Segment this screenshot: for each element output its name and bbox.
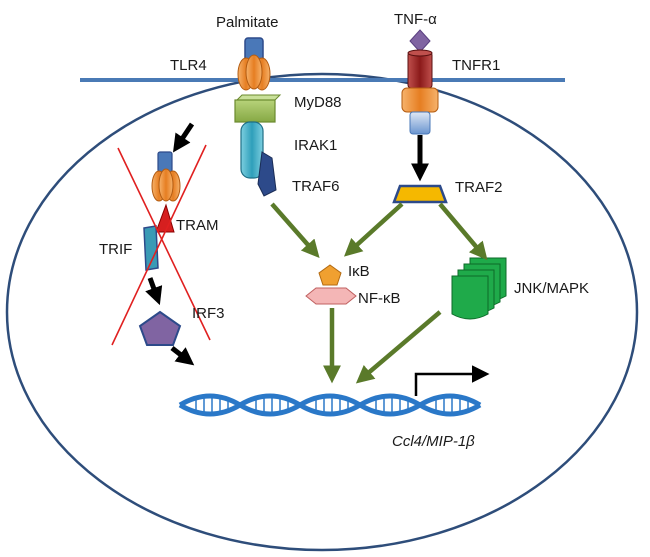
irak1-protein <box>240 121 264 179</box>
traf2-to-nfkb-arrow <box>344 202 404 257</box>
jnk-mapk-stack <box>451 257 507 320</box>
label-ikb: IκB <box>348 263 370 280</box>
label-tnfr1: TNFR1 <box>452 57 500 74</box>
traf2-to-jnk-arrow <box>438 202 488 261</box>
irf3-protein <box>138 310 182 346</box>
label-palmitate: Palmitate <box>216 14 279 31</box>
label-gene: Ccl4/MIP-1β <box>392 433 475 450</box>
label-tram: TRAM <box>176 217 219 234</box>
label-irf3: IRF3 <box>192 305 225 322</box>
irf3-to-dna-arrow <box>170 346 195 366</box>
nfkb-protein <box>305 287 357 305</box>
cell-outline <box>5 72 639 552</box>
trif-to-irf3-arrow <box>145 277 163 306</box>
label-jnk-mapk: JNK/MAPK <box>514 280 589 297</box>
label-tnf-alpha: TNF-α <box>394 11 437 28</box>
tnf-alpha-ligand <box>409 29 431 53</box>
dna-helix <box>178 393 482 417</box>
label-tlr4: TLR4 <box>170 57 207 74</box>
ikb-protein <box>318 264 342 286</box>
label-traf6: TRAF6 <box>292 178 340 195</box>
label-irak1: IRAK1 <box>294 137 337 154</box>
cross-line-2 <box>111 144 207 346</box>
jnk-to-dna-arrow <box>355 310 442 384</box>
label-nfkb: NF-κB <box>358 290 401 307</box>
traf6-protein <box>257 151 277 197</box>
trif-protein <box>143 225 159 271</box>
label-traf2: TRAF2 <box>455 179 503 196</box>
traf2-protein <box>392 184 448 204</box>
myd88-protein <box>234 94 282 123</box>
label-trif: TRIF <box>99 241 132 258</box>
cross-line-1 <box>117 147 211 341</box>
label-myd88: MyD88 <box>294 94 342 111</box>
green-arrows <box>270 202 488 384</box>
tnfr1-receptor <box>401 49 439 135</box>
traf6-to-nfkb-arrow <box>270 202 320 259</box>
to-tram-arrow <box>173 122 195 153</box>
transcription-start-arrow <box>414 365 490 396</box>
tram-receptor <box>151 151 181 202</box>
tlr4-receptor <box>237 37 271 91</box>
